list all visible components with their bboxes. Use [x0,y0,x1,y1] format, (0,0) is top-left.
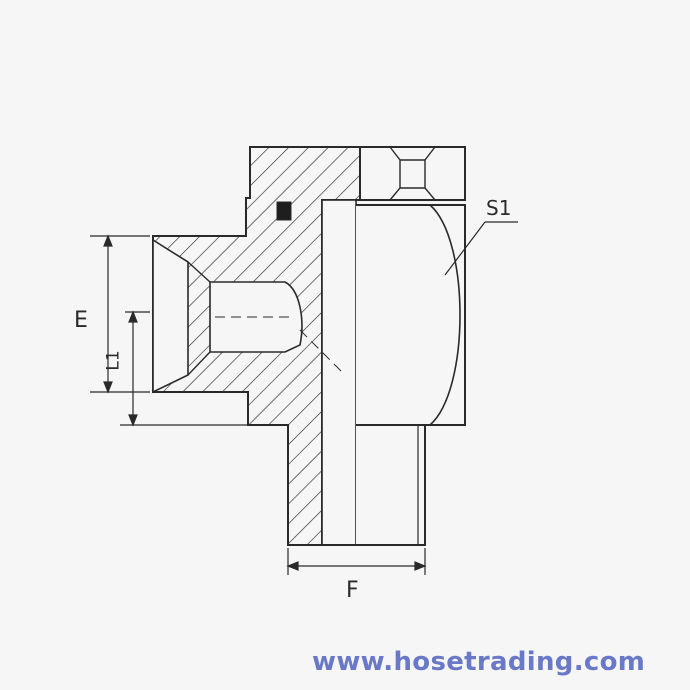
s1-leader [444,221,518,276]
o-ring-seal [276,201,292,221]
dimension-e [90,234,150,394]
dimension-l1 [120,310,248,427]
threaded-stem [356,424,426,546]
swivel-curve [429,204,461,426]
dimension-label-e: E [74,308,88,333]
dimension-label-f: F [346,578,359,603]
dimension-label-s1: S1 [486,196,512,220]
cone-seat [152,238,189,394]
hex-nut [359,146,466,201]
center-channel [321,199,357,546]
dimension-f [286,548,427,575]
dimension-label-l1: L1 [103,350,124,371]
watermark-url: www.hosetrading.com [312,647,646,677]
